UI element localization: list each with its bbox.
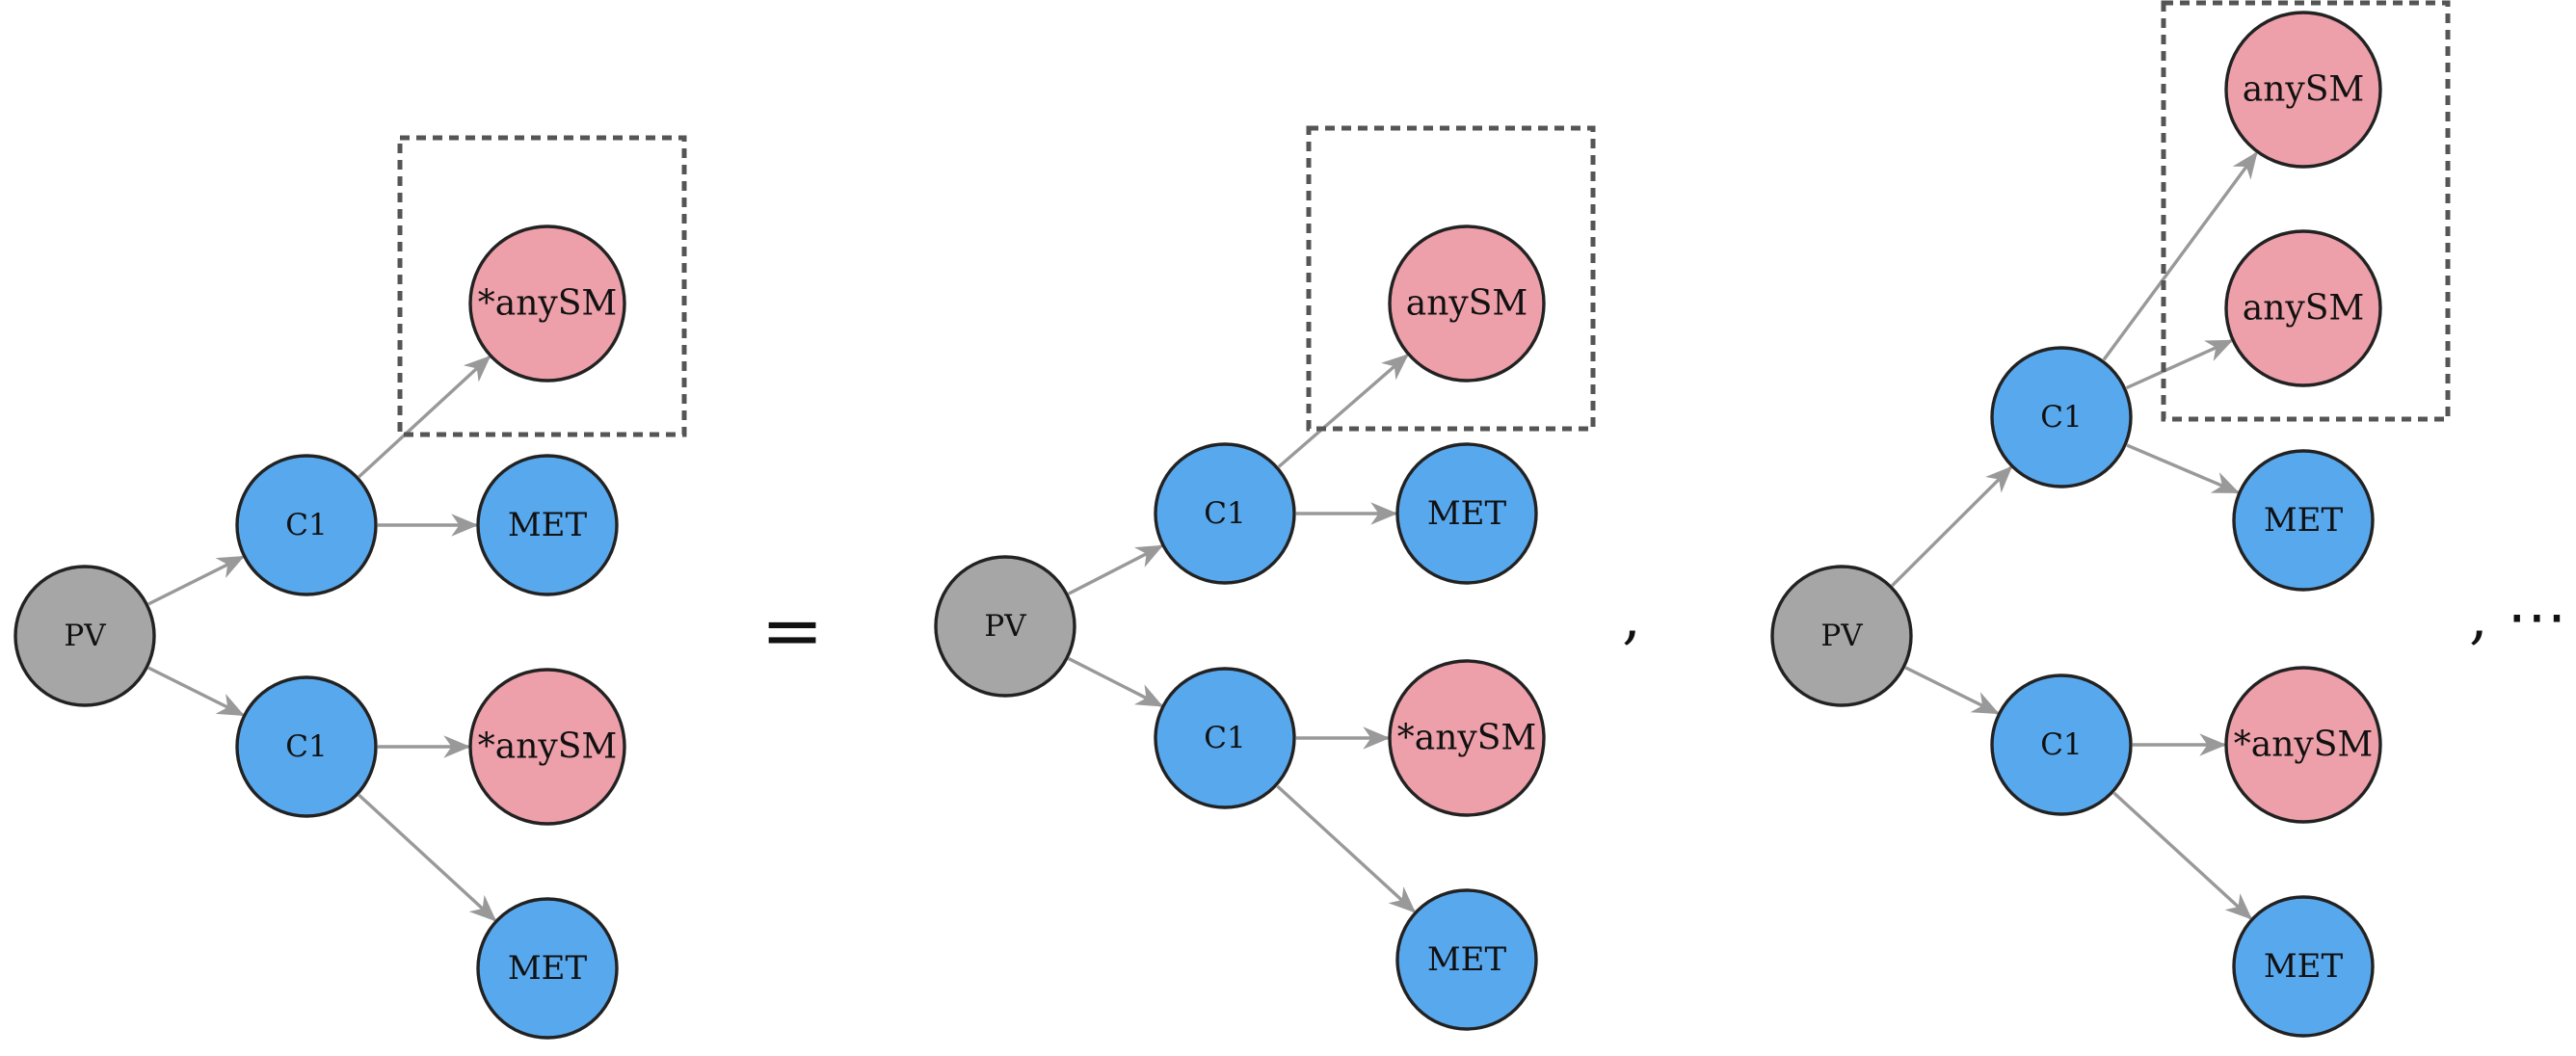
equals-sign: = <box>760 588 823 674</box>
node-pv-circle <box>1770 565 1913 707</box>
node-c1-circle <box>1990 346 2133 488</box>
node-pv-label: PV <box>1820 619 1863 653</box>
node-anysm: anySM <box>1388 224 1546 383</box>
node-c1-circle <box>1990 673 2133 816</box>
node-met-label: MET <box>1427 494 1507 533</box>
node-anysm: *anySM <box>1388 659 1546 817</box>
node-c1-circle <box>1154 667 1296 809</box>
node-anysm-label: anySM <box>2243 289 2365 329</box>
node-met-circle <box>476 897 619 1040</box>
node-met-label: MET <box>508 506 588 544</box>
node-c1-label: C1 <box>2040 400 2082 435</box>
node-anysm-label: *anySM <box>478 284 618 324</box>
edge-c1a-to-sm1 <box>1277 354 1409 468</box>
node-anysm: *anySM <box>468 224 626 383</box>
node-c1: C1 <box>1154 667 1296 809</box>
node-met-circle <box>2232 449 2375 592</box>
node-anysm: anySM <box>2224 229 2382 387</box>
node-c1-circle <box>235 454 378 596</box>
node-met: MET <box>1395 888 1538 1031</box>
node-anysm-circle <box>2224 11 2382 169</box>
node-met-circle <box>476 454 619 596</box>
highlight-box <box>397 135 687 437</box>
node-met-label: MET <box>1427 940 1507 979</box>
node-anysm-label: *anySM <box>1397 719 1537 758</box>
node-c1-label: C1 <box>1204 721 1245 755</box>
node-pv: PV <box>934 555 1076 698</box>
node-anysm-label: anySM <box>1406 284 1528 324</box>
node-c1-circle <box>1154 442 1296 585</box>
node-met: MET <box>1395 442 1538 585</box>
edge-pv-to-c1a <box>147 555 245 606</box>
node-c1-circle <box>235 675 378 818</box>
edge-c1b-to-met2 <box>358 793 497 922</box>
highlight-box <box>2161 0 2451 422</box>
node-anysm-label: anySM <box>2243 70 2365 110</box>
node-met-circle <box>1395 442 1538 585</box>
highlight-box <box>1306 125 1596 432</box>
node-anysm-circle <box>468 224 626 383</box>
node-met-circle <box>1395 888 1538 1031</box>
edge-c1b-to-met2 <box>2112 791 2253 920</box>
node-met: MET <box>2232 895 2375 1038</box>
node-met: MET <box>476 897 619 1040</box>
node-anysm-label: *anySM <box>478 727 618 767</box>
node-pv-circle <box>13 565 156 707</box>
edge-c1a-to-sm1a <box>2102 151 2258 361</box>
node-anysm-circle <box>1388 659 1546 817</box>
comma-separator: , <box>1622 582 1641 652</box>
node-met-label: MET <box>2264 501 2344 540</box>
node-c1: C1 <box>235 454 378 596</box>
node-anysm-circle <box>468 668 626 826</box>
node-c1: C1 <box>1154 442 1296 585</box>
edge-c1a-to-sm1 <box>358 355 491 479</box>
node-c1: C1 <box>1990 673 2133 816</box>
edge-pv-to-c1b <box>1904 666 2000 715</box>
node-c1: C1 <box>235 675 378 818</box>
node-met: MET <box>476 454 619 596</box>
node-anysm-circle <box>1388 224 1546 383</box>
node-anysm: *anySM <box>2224 666 2382 824</box>
node-anysm: anySM <box>2224 11 2382 169</box>
node-pv-label: PV <box>64 619 106 653</box>
node-met-label: MET <box>2264 947 2344 986</box>
edge-c1a-to-sm1b <box>2125 339 2234 390</box>
node-anysm-circle <box>2224 666 2382 824</box>
comma-ellipsis: , ⋯ <box>2469 582 2566 652</box>
node-met-label: MET <box>508 949 588 988</box>
node-pv: PV <box>13 565 156 707</box>
node-pv: PV <box>1770 565 1913 707</box>
node-c1-label: C1 <box>285 729 327 764</box>
node-met: MET <box>2232 449 2375 592</box>
node-c1: C1 <box>1990 346 2133 488</box>
node-c1-label: C1 <box>1204 496 1245 531</box>
node-met-circle <box>2232 895 2375 1038</box>
edge-pv-to-c1a <box>1068 544 1164 595</box>
node-anysm-circle <box>2224 229 2382 387</box>
node-anysm-label: *anySM <box>2234 726 2374 765</box>
edge-pv-to-c1a <box>1891 465 2013 587</box>
node-c1-label: C1 <box>285 508 327 542</box>
node-anysm: *anySM <box>468 668 626 826</box>
node-c1-label: C1 <box>2040 727 2082 762</box>
edge-pv-to-c1b <box>147 666 245 717</box>
node-pv-circle <box>934 555 1076 698</box>
edge-c1b-to-met2 <box>1276 784 1417 913</box>
edge-pv-to-c1b <box>1068 657 1164 707</box>
node-pv-label: PV <box>984 609 1026 644</box>
edge-c1a-to-met1 <box>2126 443 2241 494</box>
